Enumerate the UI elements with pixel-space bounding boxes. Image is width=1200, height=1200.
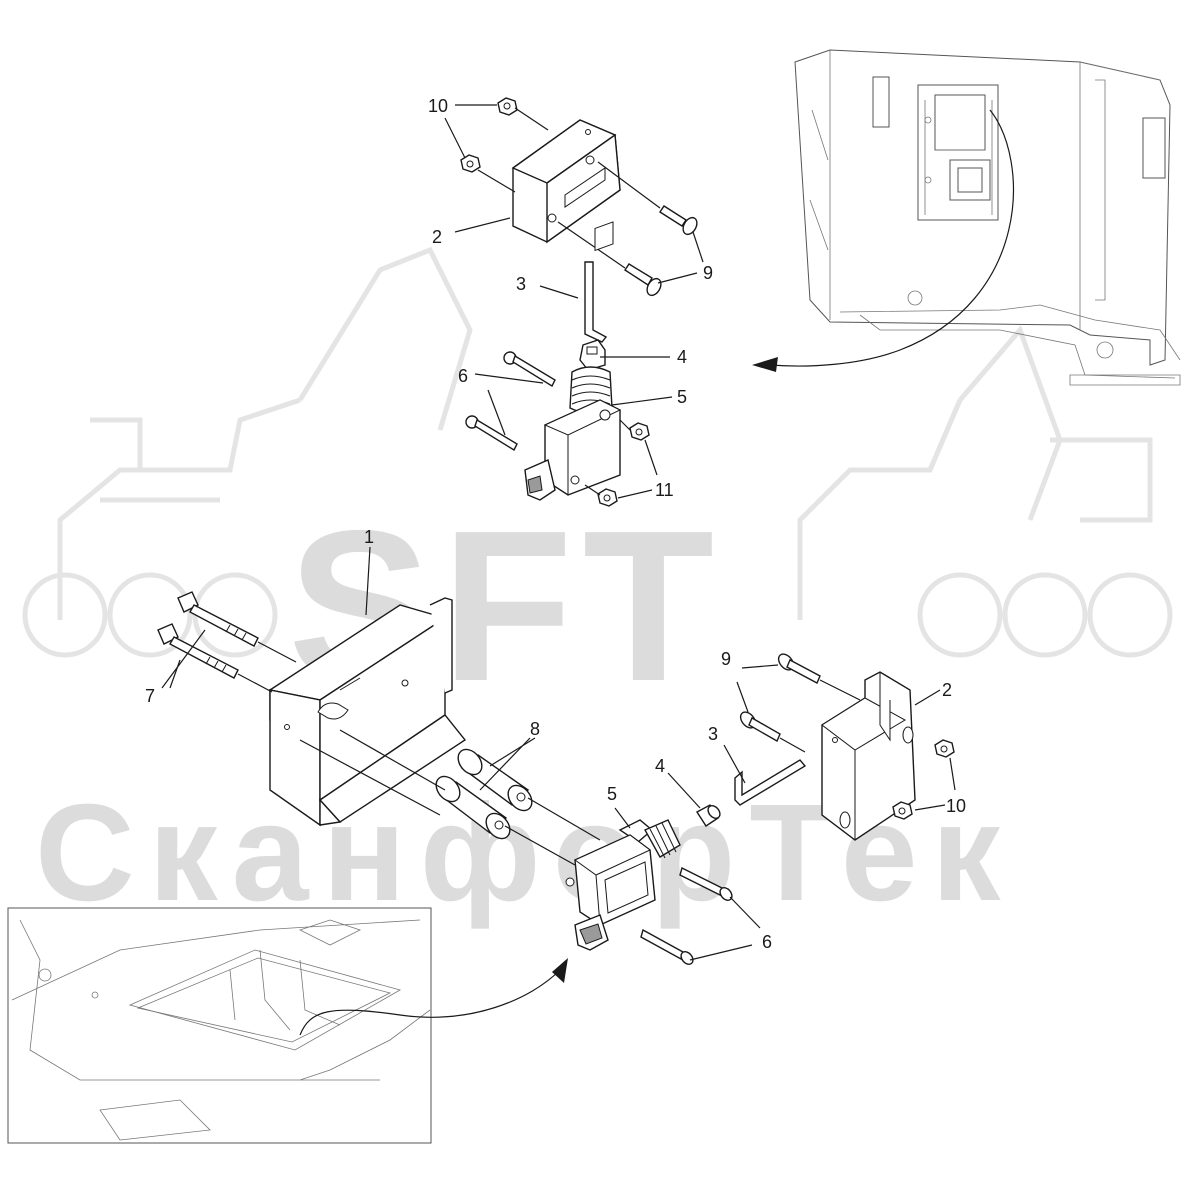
callout-10-top: 10 (428, 96, 448, 116)
watermark-machine-left (22, 246, 473, 658)
actuator-top (524, 221, 622, 501)
bolt-top-1 (503, 351, 556, 387)
callout-6-top: 6 (458, 366, 468, 386)
callout-5-bottom: 5 (607, 784, 617, 804)
nut-10-bottom-1 (934, 739, 955, 758)
arrowhead-top-icon (752, 357, 778, 372)
screw-top-1 (659, 205, 698, 236)
cover-block-bottom (821, 671, 916, 841)
callout-8: 8 (530, 719, 540, 739)
callout-7: 7 (145, 686, 155, 706)
callout-11-top: 11 (655, 480, 674, 500)
callout-1: 1 (364, 527, 374, 547)
callout-2-top: 2 (432, 227, 442, 247)
callout-6-bottom: 6 (762, 932, 772, 952)
rod-top (584, 261, 608, 343)
callout-4-top: 4 (677, 347, 687, 367)
spacer-1 (457, 748, 533, 812)
cap-bottom (696, 804, 721, 827)
inset-pointer-arrow-top (769, 109, 1015, 367)
nut-11-top-1 (629, 422, 650, 441)
cover-block-top (511, 119, 621, 244)
inset-frame (7, 907, 432, 1144)
callout-10-bottom: 10 (946, 796, 966, 816)
actuator-bottom (565, 819, 681, 951)
screw-9-2 (739, 711, 781, 742)
inset-tank-assembly (752, 49, 1181, 386)
bolt-7-2 (157, 623, 239, 679)
rod-bottom (734, 759, 807, 806)
nut-10-bottom-2 (892, 801, 913, 820)
callout-5-top: 5 (677, 387, 687, 407)
callout-9-bottom: 9 (721, 649, 731, 669)
nut-top-1 (497, 97, 518, 116)
nut-top-2 (460, 154, 481, 173)
bracket (268, 597, 467, 827)
arrowhead-bottom-icon (552, 958, 568, 983)
screw-top-2 (624, 263, 662, 297)
bolt-top-2 (465, 415, 518, 451)
bolt-6-2 (640, 928, 694, 965)
spacer-2 (435, 775, 511, 840)
inset-pointer-arrow-bottom (299, 969, 561, 1036)
bolt-7-1 (177, 591, 259, 647)
callout-9-top: 9 (703, 263, 713, 283)
screw-9-1 (777, 653, 821, 684)
watermark-machine-right (797, 325, 1173, 658)
callout-4-bottom: 4 (655, 756, 665, 776)
callout-3-top: 3 (516, 274, 526, 294)
callout-3-bottom: 3 (708, 724, 718, 744)
callout-labels: 10 2 9 3 4 6 5 11 1 7 8 9 2 3 4 5 10 6 (145, 96, 966, 952)
bottom-assembly (157, 591, 955, 965)
nut-11-top-2 (597, 488, 618, 507)
leader-lines (161, 104, 956, 961)
bolt-6-1 (679, 866, 733, 901)
callout-2-bottom: 2 (942, 680, 952, 700)
inset-compartment (7, 907, 568, 1144)
top-assembly (460, 97, 698, 507)
inset-control-panel (917, 84, 999, 221)
